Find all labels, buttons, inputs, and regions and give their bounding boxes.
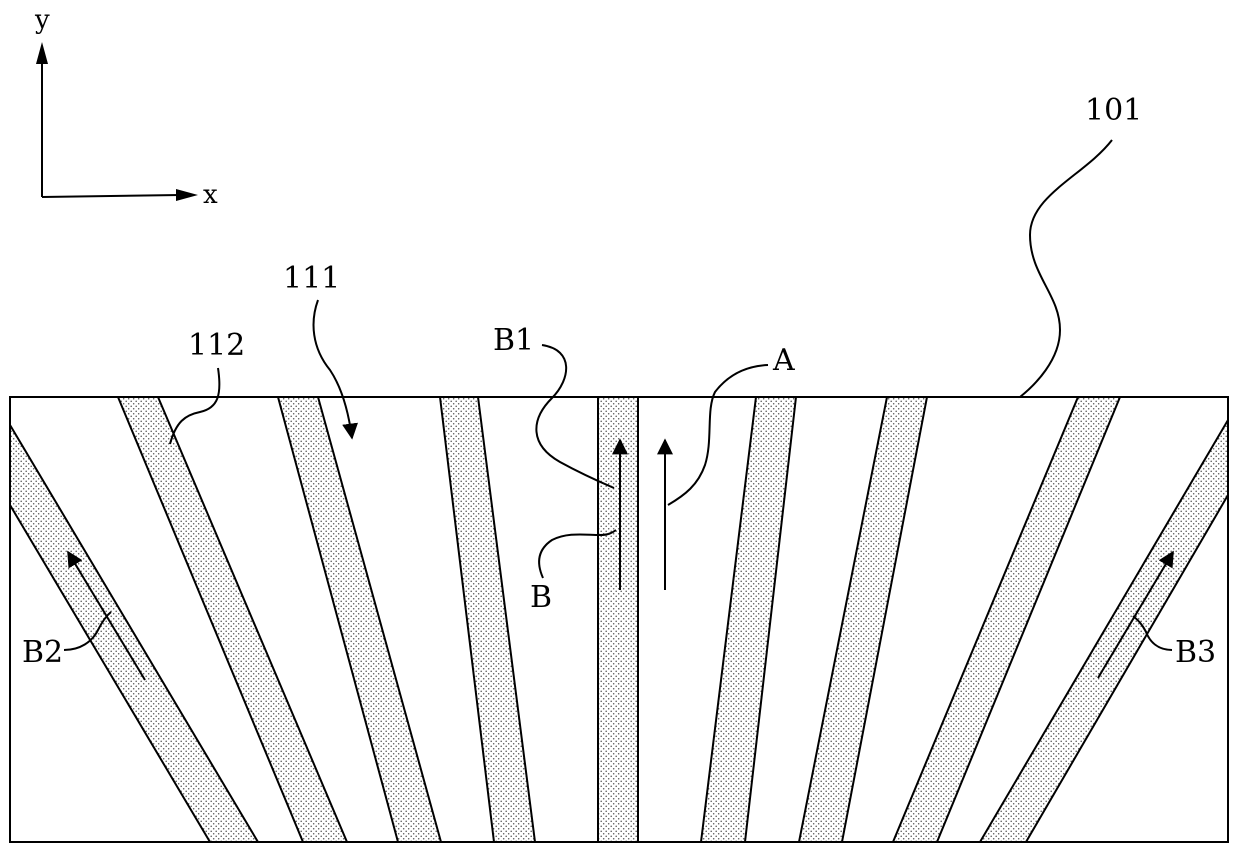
leader-101 bbox=[1020, 140, 1112, 397]
label-B1: B1 bbox=[493, 323, 534, 358]
x-axis-label: x bbox=[203, 180, 218, 210]
label-B: B bbox=[530, 580, 552, 615]
x-axis-line bbox=[42, 195, 180, 197]
x-axis-arrowhead bbox=[176, 189, 198, 201]
label-111: 111 bbox=[283, 261, 340, 296]
label-101: 101 bbox=[1085, 93, 1142, 128]
y-axis-label: y bbox=[34, 5, 50, 35]
label-B2: B2 bbox=[22, 635, 63, 670]
strip-5 bbox=[598, 397, 638, 842]
label-112: 112 bbox=[188, 328, 245, 363]
label-B3: B3 bbox=[1175, 635, 1216, 670]
axis-indicator bbox=[36, 42, 198, 201]
label-A: A bbox=[772, 343, 795, 378]
y-axis-arrowhead bbox=[36, 42, 48, 64]
